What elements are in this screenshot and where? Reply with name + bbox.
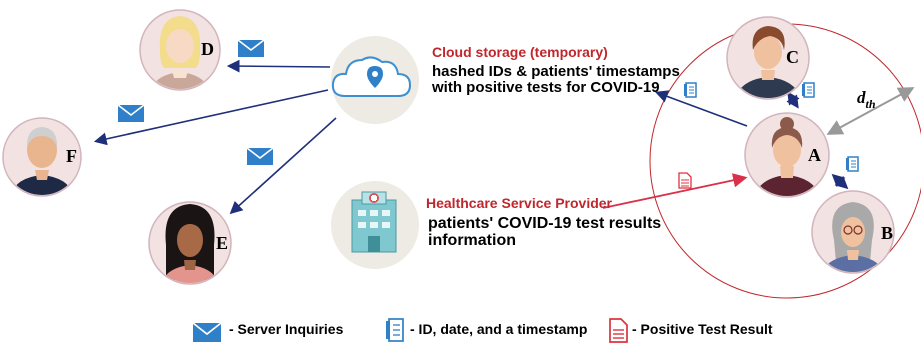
person-b-avatar: B [811,190,895,274]
person-d-avatar: D [139,9,221,91]
legend-id-document-icon [386,318,404,342]
person-e-avatar: E [148,201,232,285]
cloud-storage-line-2: with positive tests for COVID-19 [432,78,660,96]
arrow-c-a-exchange [786,91,800,109]
arrow-cloud-to-f [93,89,329,146]
envelope-icon [246,147,274,165]
person-b-label: B [881,223,893,243]
threshold-label: dth [857,88,876,111]
person-f-avatar: F [2,117,82,197]
cloud-storage-title: Cloud storage (temporary) [432,44,608,60]
person-c-label: C [786,47,799,67]
positive-result-icon [678,172,692,189]
id-document-icon [802,82,815,98]
legend-id-timestamp: - ID, date, and a timestamp [410,321,588,337]
person-a-avatar: A [744,112,830,198]
cloud-location-icon [331,56,412,97]
threshold-distance-arrow [826,87,915,135]
arrow-a-b-exchange [831,173,849,190]
arrow-a-to-cloud [654,90,748,127]
healthcare-provider-line-1: patients' COVID-19 test results [428,215,662,232]
id-document-icon [846,156,859,172]
person-d-label: D [201,39,214,59]
legend-positive-result: - Positive Test Result [632,321,773,337]
hospital-node [331,181,419,269]
arrow-cloud-to-e [229,117,337,215]
hospital-icon [351,191,397,253]
person-f-label: F [66,146,77,166]
arrow-provider-to-a [602,173,748,209]
legend-server-inquiries: - Server Inquiries [229,321,344,337]
healthcare-provider-title: Healthcare Service Provider [426,195,612,211]
person-a-label: A [808,145,821,165]
person-e-label: E [216,233,228,253]
healthcare-provider-description: patients' COVID-19 test results informat… [428,215,662,250]
envelope-icon [237,39,265,57]
arrow-cloud-to-d [226,59,331,73]
legend-envelope-icon [192,322,222,342]
envelope-icon [117,104,145,122]
cloud-storage-line-1: hashed IDs & patients' timestamps [432,63,680,80]
person-c-avatar: C [726,16,810,100]
id-document-icon [684,82,697,98]
cloud-node [331,36,419,124]
cloud-storage-description: hashed IDs & patients' timestamps with p… [432,64,680,96]
legend-positive-result-icon [609,318,628,343]
healthcare-provider-line-2: information [428,231,516,249]
